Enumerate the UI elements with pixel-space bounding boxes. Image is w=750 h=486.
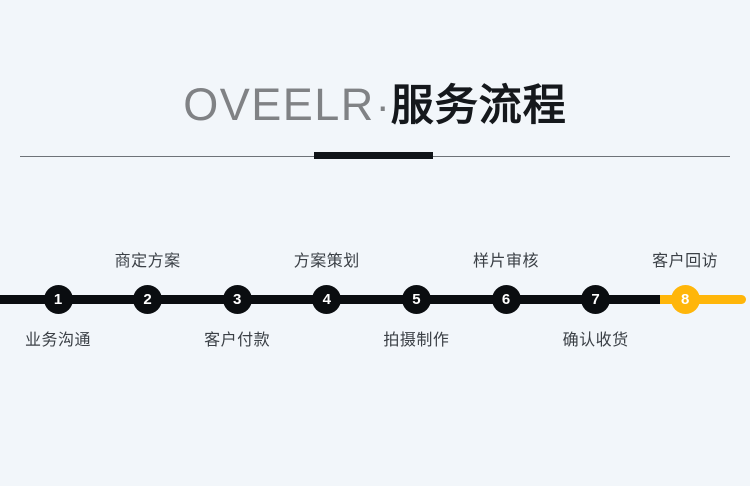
timeline-node-4[interactable]: 4 <box>312 285 342 314</box>
brand-name: OVEELR <box>183 79 375 130</box>
timeline-node-8[interactable]: 8 <box>670 285 700 314</box>
step-label-5: 拍摄制作 <box>383 332 450 349</box>
timeline-node-7[interactable]: 7 <box>581 285 611 314</box>
timeline-node-3[interactable]: 3 <box>222 285 252 314</box>
timeline-node-6[interactable]: 6 <box>491 285 521 314</box>
process-timeline: 业务沟通 1 商定方案 2 客户付款 3 方案策划 4 拍摄制作 5 样片审核 6 确认收货 7 客户回访 8 <box>0 225 750 365</box>
step-label-7: 确认收货 <box>562 332 629 349</box>
timeline-node-1[interactable]: 1 <box>43 285 73 314</box>
header: OVEELR·服务流程 <box>0 0 750 170</box>
step-label-8: 客户回访 <box>652 253 719 270</box>
timeline-track-active <box>660 295 746 304</box>
step-label-1: 业务沟通 <box>24 332 91 349</box>
timeline-node-2[interactable]: 2 <box>133 285 163 314</box>
page-title: OVEELR·服务流程 <box>0 82 750 128</box>
step-label-2: 商定方案 <box>114 253 181 270</box>
timeline-node-5[interactable]: 5 <box>401 285 431 314</box>
title-divider-accent <box>314 152 433 159</box>
timeline-track <box>0 295 690 304</box>
page-title-cn: 服务流程 <box>390 82 567 130</box>
step-label-3: 客户付款 <box>204 332 271 349</box>
title-separator: · <box>375 82 390 129</box>
step-label-6: 样片审核 <box>472 253 539 270</box>
step-label-4: 方案策划 <box>293 253 360 270</box>
